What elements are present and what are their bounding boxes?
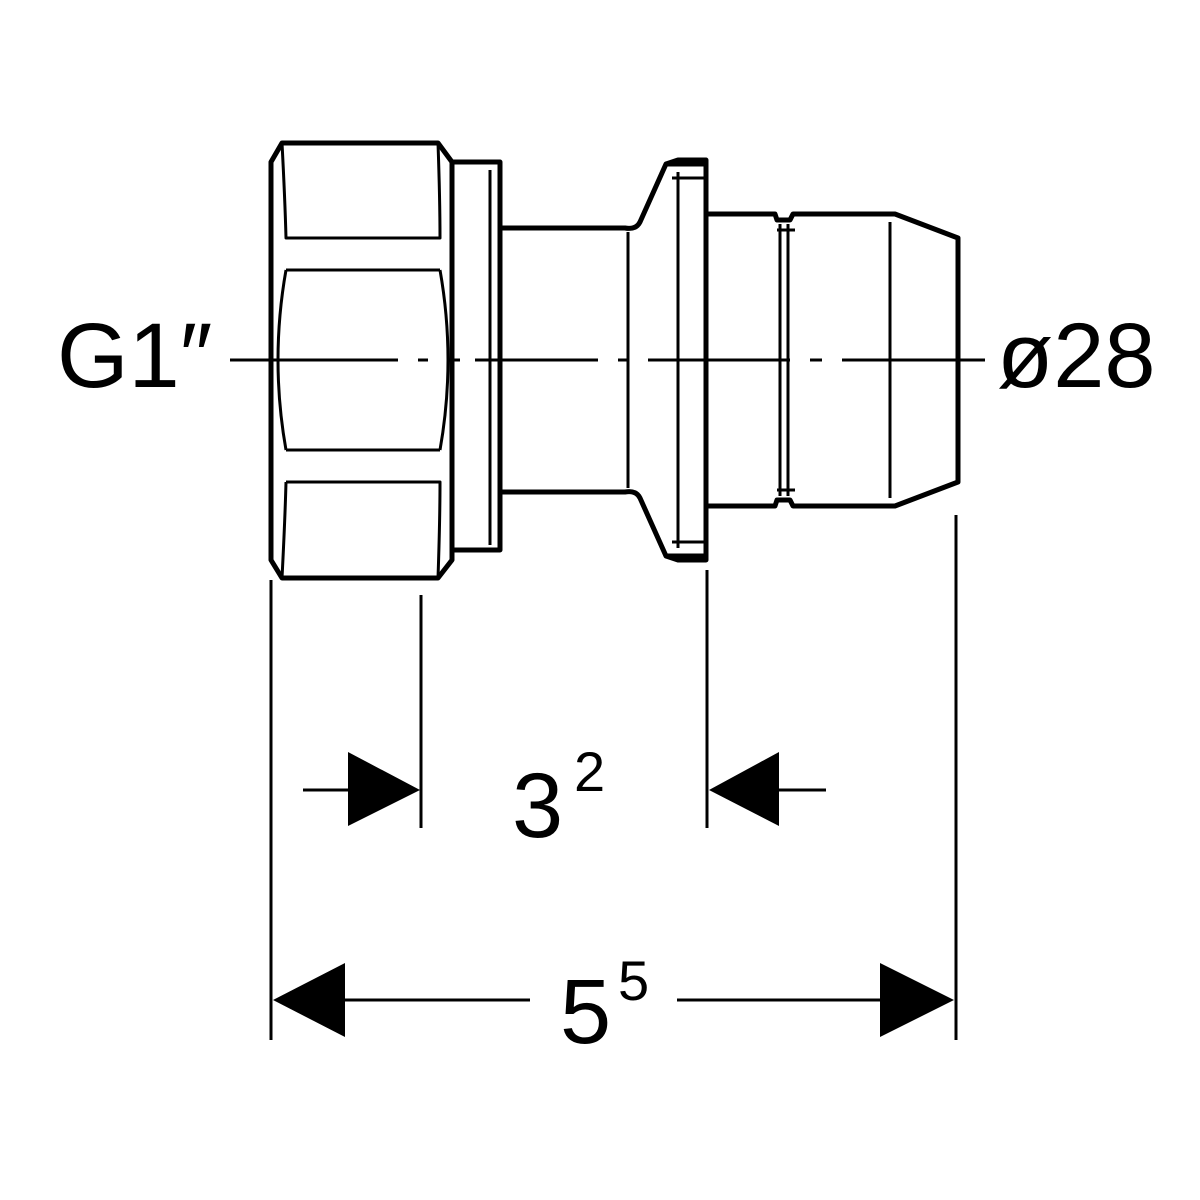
pipe-diameter-label: ø28 [997, 305, 1156, 407]
dimension-arrow-left [709, 752, 779, 826]
extension-lines [269, 515, 958, 1040]
hex-nut-face-bottom [280, 480, 442, 579]
dimension-arrow-right [348, 752, 420, 826]
dimension-overall-length: 5 5 [273, 949, 954, 1063]
dimension-insertion-depth: 3 2 [303, 740, 826, 857]
dimension-arrow-right [880, 963, 954, 1037]
thread-size-label: G1″ [57, 305, 212, 407]
collar [452, 159, 503, 553]
insertion-depth-value: 3 [512, 755, 563, 857]
insertion-depth-superscript: 2 [574, 740, 605, 803]
overall-length-value: 5 [560, 961, 611, 1063]
collar-outline [452, 159, 503, 553]
shank-bottom-edge [500, 489, 706, 559]
overall-length-superscript: 5 [618, 949, 649, 1012]
dimension-arrow-left [273, 963, 345, 1037]
hex-nut-face-top [280, 142, 442, 240]
shank-top-edge [500, 161, 706, 231]
